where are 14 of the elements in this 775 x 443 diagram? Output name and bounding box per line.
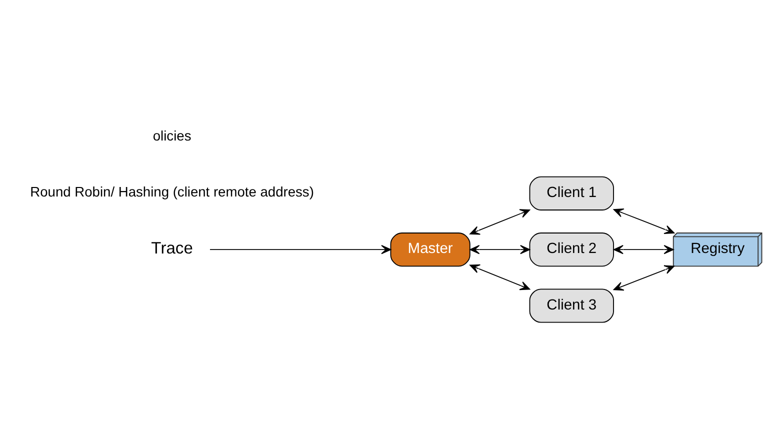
arrow: [470, 244, 530, 254]
node-box: Client 1: [529, 176, 614, 210]
node-box: Client 2: [529, 232, 614, 267]
arrow: [210, 244, 392, 254]
arrow: [613, 265, 675, 291]
node-box: Client 3: [529, 288, 614, 323]
node-text: Trace: [151, 238, 193, 258]
label: Round Robin/ Hashing (client remote address): [30, 184, 314, 200]
arrow: [470, 264, 530, 290]
arrow: [613, 208, 675, 234]
label: olicies: [152, 127, 192, 144]
arrow: [613, 244, 674, 254]
node-box: Master: [390, 232, 470, 267]
arrow: [470, 209, 530, 235]
